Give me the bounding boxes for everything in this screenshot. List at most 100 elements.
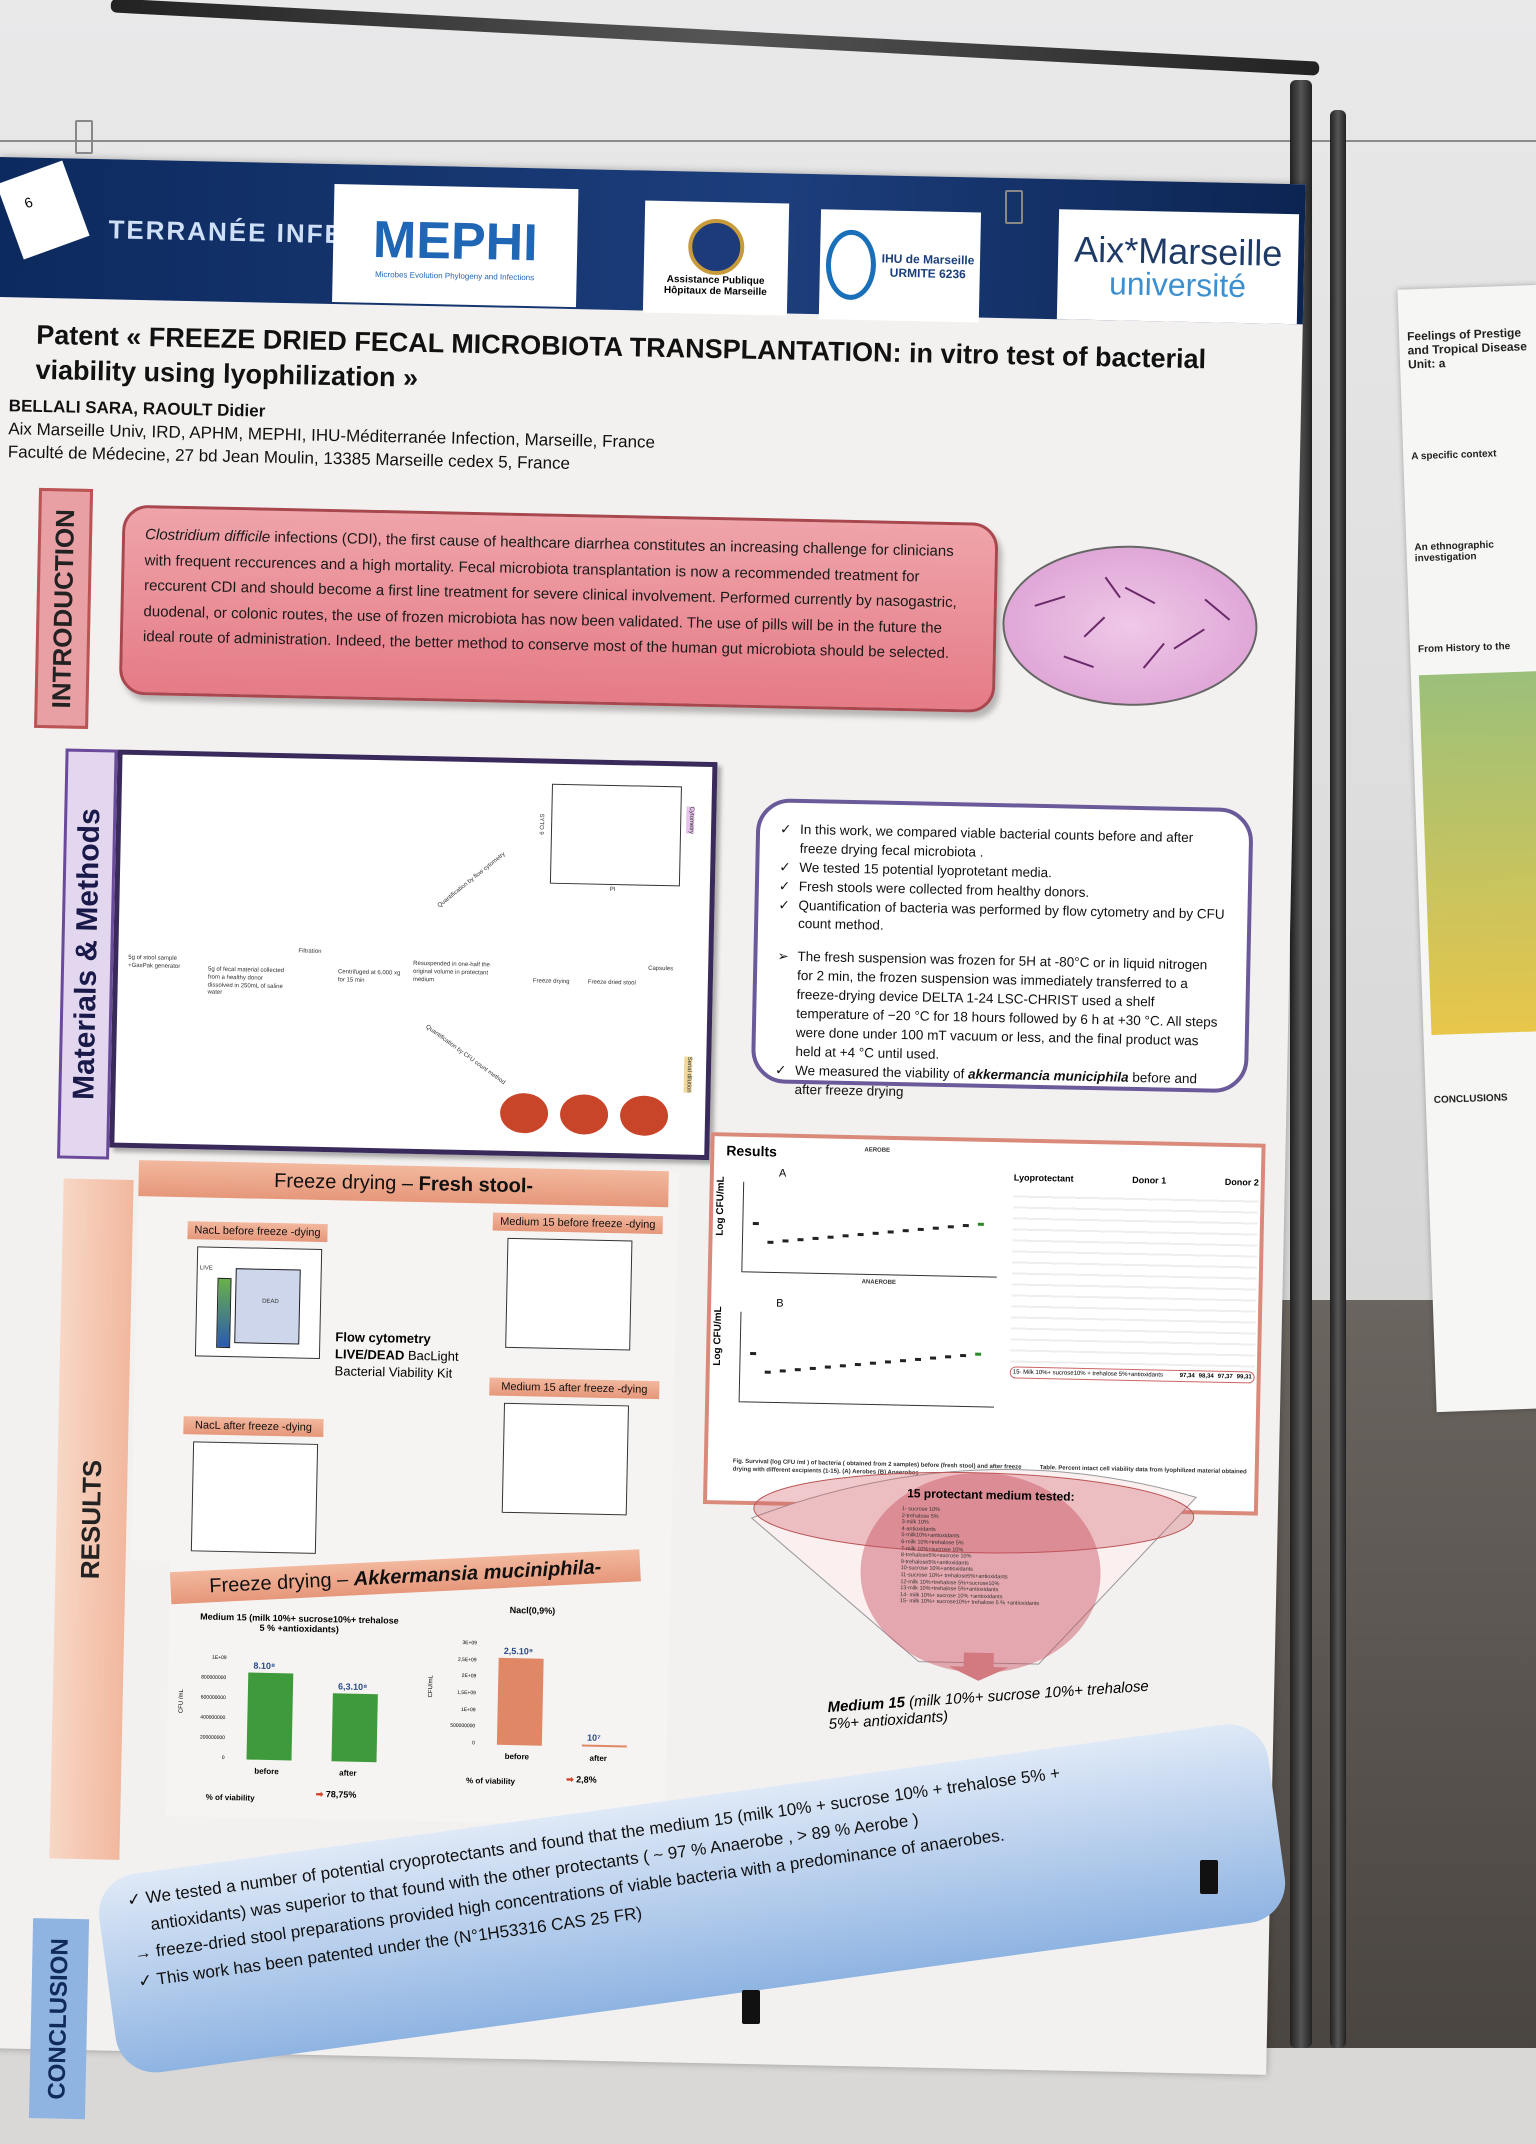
aphm-logo: Assistance Publique Hôpitaux de Marseill… [642,200,790,316]
wall-grid-line [0,140,1536,142]
survival-point [902,1229,909,1233]
survival-point [917,1227,924,1231]
survival-point [945,1355,952,1359]
capsules-label: Capsules [648,965,674,973]
y-tick-label: 0 [221,1754,225,1762]
binder-clip [1200,1860,1218,1894]
bar-category-label: before [504,1751,530,1762]
survival-point [764,1370,771,1374]
methods-item-text: In this work, we compared viable bacteri… [799,821,1194,860]
right-viability-value: 2,8% [576,1774,597,1785]
serial-dilution-label: Serial dilution [683,1056,693,1093]
adjacent-heading: An ethnographic investigation [1414,539,1495,565]
agar-plate [499,1092,549,1134]
survival-point [812,1236,819,1240]
bar-after [581,1744,627,1748]
diagram-step-4: Centrifuged at 6,000 xg for 15 min [337,969,401,984]
survival-point [794,1368,801,1372]
left-viability: ➡ 78,75% [316,1789,357,1801]
survival-point [752,1222,759,1226]
y-tick-label: 600000000 [200,1694,226,1702]
survival-point [884,1360,891,1364]
methods-last-pre: We measured the viability of [794,1062,969,1082]
funnel-shape [750,1469,1198,1681]
methods-species: akkermancia municiphila [967,1066,1129,1085]
right-viability-label: % of viability [466,1776,516,1787]
bar-category-label: after [589,1753,608,1764]
survival-point [750,1351,757,1356]
nacl-after-label: NacL after freeze -dying [183,1416,324,1438]
survival-point [797,1238,804,1242]
bullet-icon: ✓ [778,897,790,913]
bacteria-micrograph [1000,543,1260,709]
survival-point [854,1362,861,1367]
flow-cytometry-plot-nacl-after [190,1441,319,1554]
adjacent-heading: From History to the [1417,641,1511,656]
aerobe-label: AEROBE [864,1147,891,1154]
survival-point [842,1234,849,1238]
bar-category-label: before [254,1766,279,1777]
note-card-number: 6 [22,193,35,212]
y-tick-label: 800000000 [201,1674,227,1682]
survival-point [827,1235,834,1239]
y-tick-label: 2,5E+09 [457,1656,477,1663]
table-header-cell: Donor 2 [1224,1176,1259,1188]
agar-plate [619,1095,669,1137]
section-label-methods: Materials & Methods [57,748,118,1160]
y-axis-label-a: Log CFU/mL [714,1176,727,1236]
bullet-icon: ✓ [778,878,791,894]
survival-point [782,1239,789,1243]
authors-block: BELLALI SARA, RAOULT Didier Aix Marseill… [8,395,656,477]
table-cell: 97,37 [1217,1373,1233,1381]
dead-label: DEAD [262,1298,279,1306]
bar-value-label: 6,3.10⁸ [337,1680,368,1692]
y-tick-label: 0 [472,1740,475,1747]
left-viability-label: % of viability [205,1792,255,1803]
diagram-step-1: 5g of stool sample +GasPak generator [128,954,181,970]
survival-point [932,1226,939,1230]
diagram-branch-flow: Quantification by flow cytometry [436,851,507,910]
diagram-branch-cfu: Quantification by CFU count method [424,1024,506,1087]
fresh-stool-title: Freeze drying – Fresh stool- [138,1160,669,1208]
ihu-emblem-icon [824,229,877,301]
methods-diagram: 5g of stool sample +GasPak generator 5g … [109,749,718,1161]
y-tick-label: 2E+09 [461,1673,477,1680]
protectant-funnel: 15 protectant medium tested: 1- sucrose … [738,1448,1207,1686]
poster: TERRANÉE INFECTION MEPHI Microbes Evolut… [0,157,1306,2120]
table-cell: 15- Milk 10%+ sucrose10% + trehalose 5%+… [1012,1369,1164,1379]
survival-point [960,1353,967,1358]
display-stand-pole [1330,110,1346,2048]
survival-point [869,1361,876,1365]
survival-point [914,1357,922,1361]
bullet-icon: ➢ [777,948,789,965]
y-tick-label: 400000000 [200,1714,226,1722]
survival-point [962,1223,969,1228]
survival-point [809,1366,816,1370]
kit-line-3: Bacterial Viability Kit [334,1363,453,1381]
nacl-before-label: NacL before freeze -dying [187,1221,328,1243]
bar-before [496,1657,544,1746]
survival-point [872,1231,879,1235]
live-gate [216,1277,232,1349]
survival-point [975,1352,982,1356]
y-tick-label: 200000000 [199,1734,226,1742]
flow-cytometry-plot-m15-after [501,1402,629,1516]
freeze-dried-stool-label: Freeze dried stool [587,979,636,987]
survival-point [947,1225,954,1229]
methods-item-text: The fresh suspension was frozen for 5H a… [795,949,1218,1062]
survival-point [977,1222,984,1226]
selected-medium: Medium 15 (milk 10%+ sucrose 10%+ trehal… [827,1677,1159,1733]
ihu-line2: URMITE 6236 [889,265,966,282]
aphm-emblem-icon [687,218,745,276]
akkermansia-section: Freeze drying – Akkermansia muciniphila-… [165,1549,671,1827]
methods-list-item: ✓We measured the viability of akkermanci… [774,1062,1198,1099]
fresh-stool-section: Freeze drying – Fresh stool- NacL before… [130,1160,679,1572]
left-chart-heading: Medium 15 (milk 10%+ sucrose10%+ trehalo… [200,1611,399,1635]
arrow-right-icon: ➡ [566,1774,574,1785]
fresh-stool-title-b: Fresh stool- [418,1172,534,1198]
results-chart: Results AEROBE ANAEROBE A B Log CFU/mL L… [702,1132,1266,1516]
introduction-box: Clostridium difficile infections (CDI), … [118,504,999,713]
